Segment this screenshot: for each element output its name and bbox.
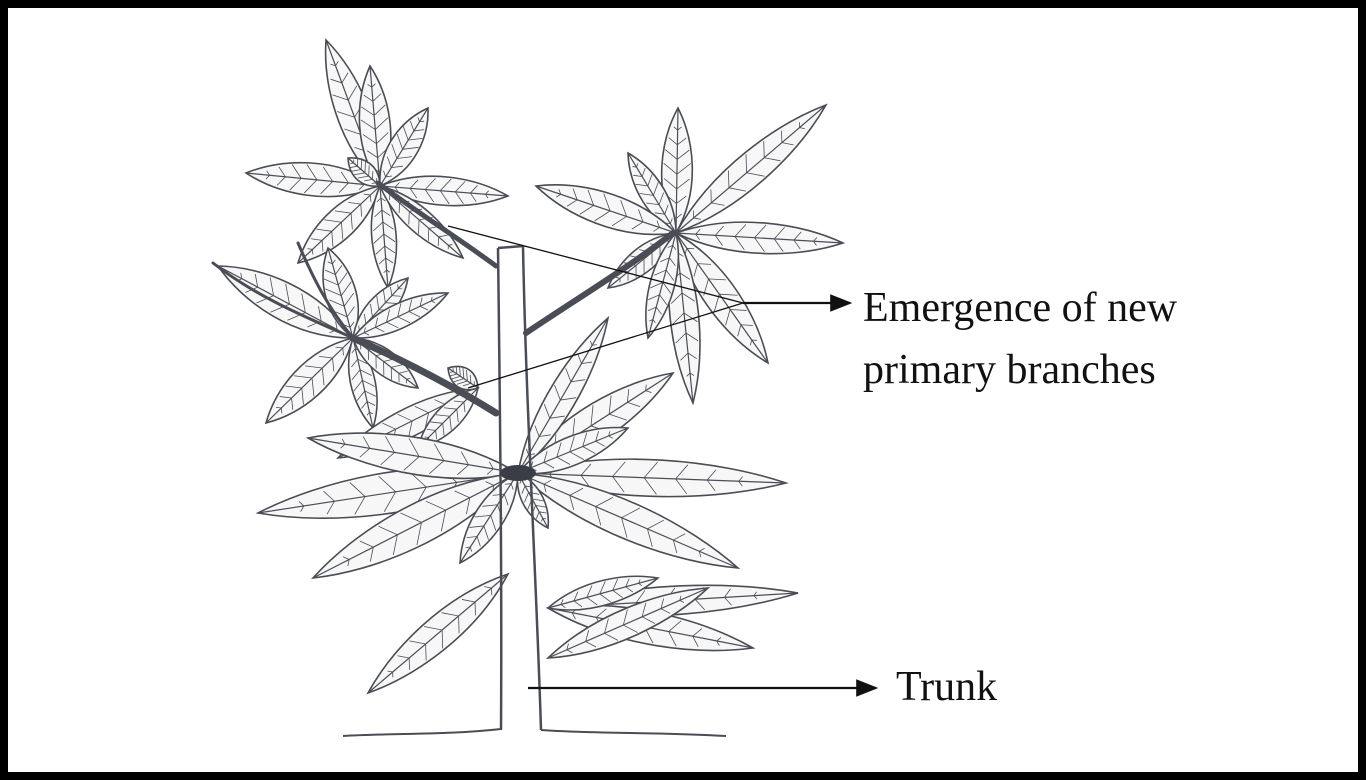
diagram-frame: Emergence of new primary branches Trunk (8, 8, 1358, 772)
leaves (218, 40, 843, 693)
tree-diagram: Emergence of new primary branches Trunk (8, 8, 1358, 772)
branches-label-line1: Emergence of new (863, 285, 1178, 331)
branch-node (500, 465, 536, 481)
leaf-midrib (368, 574, 508, 693)
trunk-label: Trunk (896, 664, 997, 710)
ground-line (343, 729, 726, 736)
leaf-midrib (676, 105, 826, 233)
leaf-midrib (298, 186, 380, 263)
leaf-midrib (266, 338, 353, 423)
branches-label-line2: primary branches (863, 347, 1156, 393)
